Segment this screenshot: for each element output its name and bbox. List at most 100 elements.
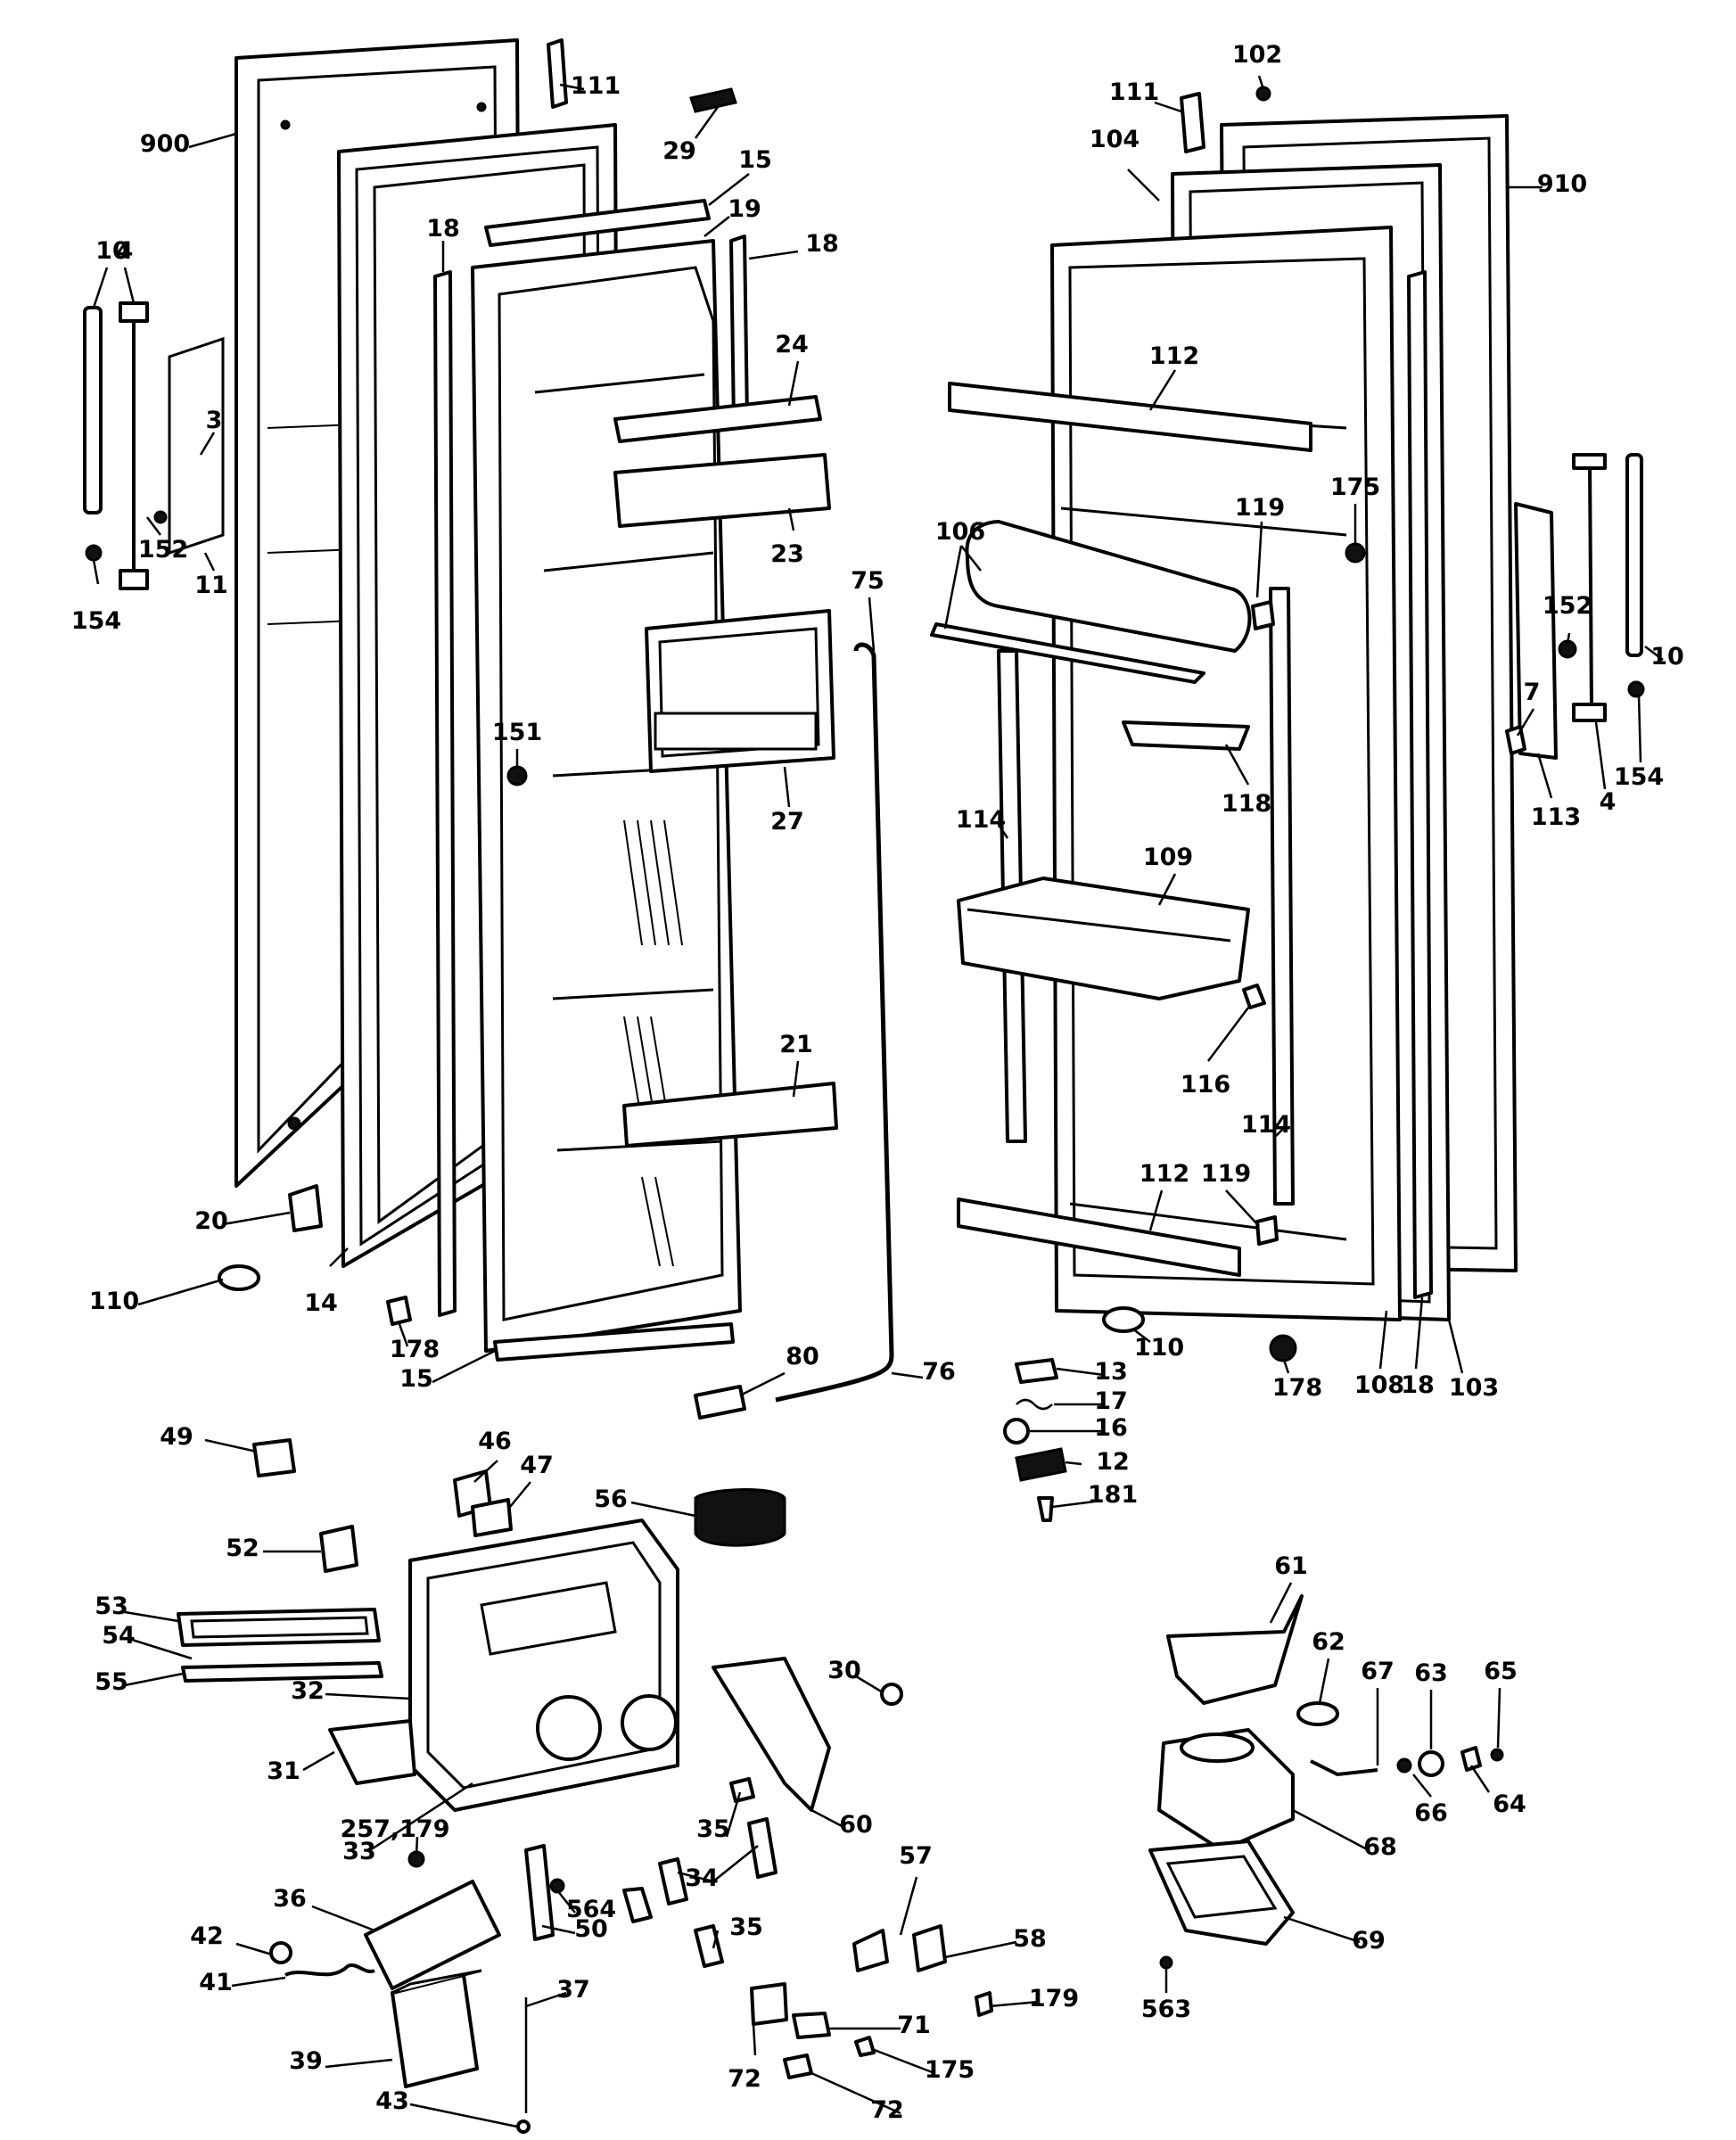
part-label: 110 [89,1288,139,1315]
dairy-compartment [930,520,1252,684]
part-label: 116 [1181,1071,1230,1099]
part-label: 4 [117,237,134,265]
fresh-food-door-liner [1050,226,1402,1321]
part-label: 12 [1096,1448,1130,1476]
part-label: 31 [267,1757,300,1785]
part-label: 118 [1222,790,1271,818]
part-label: 23 [770,540,804,568]
part-label: 15 [399,1365,433,1393]
part-label: 64 [1493,1790,1526,1818]
part-label: 16 [1094,1414,1128,1442]
dispenser-panel [645,609,835,773]
part-label: 111 [571,72,621,100]
part-label: 178 [390,1336,440,1363]
part-label: 13 [1094,1358,1128,1386]
part-label: 17 [1094,1387,1128,1415]
part-label: 43 [375,2087,409,2115]
part-label: 41 [199,1969,233,1996]
part-label: 114 [1241,1111,1291,1139]
freezer-hinge-bars [83,301,168,590]
part-label: 564 [566,1896,616,1923]
part-label: 119 [1201,1160,1251,1188]
part-label: 18 [426,215,460,243]
part-label: 58 [1013,1925,1047,1953]
part-label: 154 [1614,763,1664,791]
part-label: 106 [935,518,985,546]
part-label: 154 [71,607,121,635]
freezer-back-panel [168,336,225,556]
part-label: 181 [1088,1481,1138,1509]
freezer-door-liner [471,239,742,1353]
part-label: 19 [728,195,761,223]
part-label: 71 [897,2012,931,2039]
part-label: 49 [160,1423,193,1451]
item-29-brush [689,87,737,113]
part-label: 15 [738,146,772,174]
part-label: 46 [478,1428,512,1455]
part-label: 30 [827,1657,861,1684]
part-label: 33 [342,1838,376,1865]
part-label: 56 [594,1486,628,1513]
part-label: 60 [839,1811,873,1839]
dispenser-trim-strips [177,1608,383,1683]
part-label: 11 [194,572,228,599]
part-label: 52 [226,1535,259,1562]
fresh-food-small-parts [957,86,1366,1362]
part-label: 112 [1149,342,1199,370]
part-label: 35 [696,1815,730,1843]
leader-lines [92,75,1664,2128]
part-label: 900 [140,130,190,158]
part-label: 109 [1143,844,1193,871]
part-label: 110 [1134,1334,1184,1362]
part-label: 66 [1414,1799,1448,1827]
part-label: 39 [289,2047,323,2075]
part-label: 36 [273,1885,307,1913]
freezer-top-trim [484,199,711,247]
part-label: 53 [95,1593,128,1620]
part-label: 112 [1140,1160,1189,1188]
part-label: 10 [95,237,129,265]
part-label: 27 [770,808,804,835]
part-label: 65 [1484,1658,1518,1685]
part-label: 18 [1401,1371,1435,1399]
fresh-food-shelf-rails [948,382,1312,1277]
part-label: 75 [851,567,884,595]
part-label: 18 [805,230,839,258]
part-label: 4 [1600,788,1617,816]
dispenser-small-parts-top [252,1438,786,1573]
water-tube [694,642,894,1420]
part-label: 67 [1361,1658,1395,1685]
part-label: 178 [1272,1374,1322,1402]
part-label: 21 [779,1031,813,1058]
part-label: 29 [662,137,696,165]
dispenser-bracket-parts [364,1844,565,1990]
part-label: 108 [1354,1371,1404,1399]
part-label: 7 [1524,679,1541,706]
part-label: 37 [556,1976,590,2004]
part-label: 175 [1330,473,1380,501]
part-label: 76 [922,1358,956,1386]
part-label: 104 [1090,126,1140,153]
part-label: 113 [1531,803,1581,831]
part-label: 54 [102,1622,136,1650]
hinge-hardware [1003,1358,1067,1522]
part-label: 179 [1029,1985,1079,2012]
dispenser-housing [408,1519,679,1812]
part-label: 151 [492,719,542,746]
part-label: 35 [729,1914,763,1941]
part-label: 72 [870,2096,904,2124]
part-label: 3 [206,407,223,434]
part-label: 910 [1537,170,1587,198]
part-label: 152 [138,536,188,564]
part-label: 47 [520,1452,554,1479]
part-label: 111 [1109,78,1159,106]
part-label: 63 [1414,1659,1448,1687]
part-label: 42 [190,1922,224,1950]
part-label: 32 [291,1677,325,1705]
part-label: 563 [1141,1996,1191,2023]
ice-crusher-parts [1148,1594,1504,1970]
part-label: 102 [1232,41,1282,69]
part-label: 62 [1312,1628,1345,1656]
freezer-shelf-rails [613,395,838,1148]
